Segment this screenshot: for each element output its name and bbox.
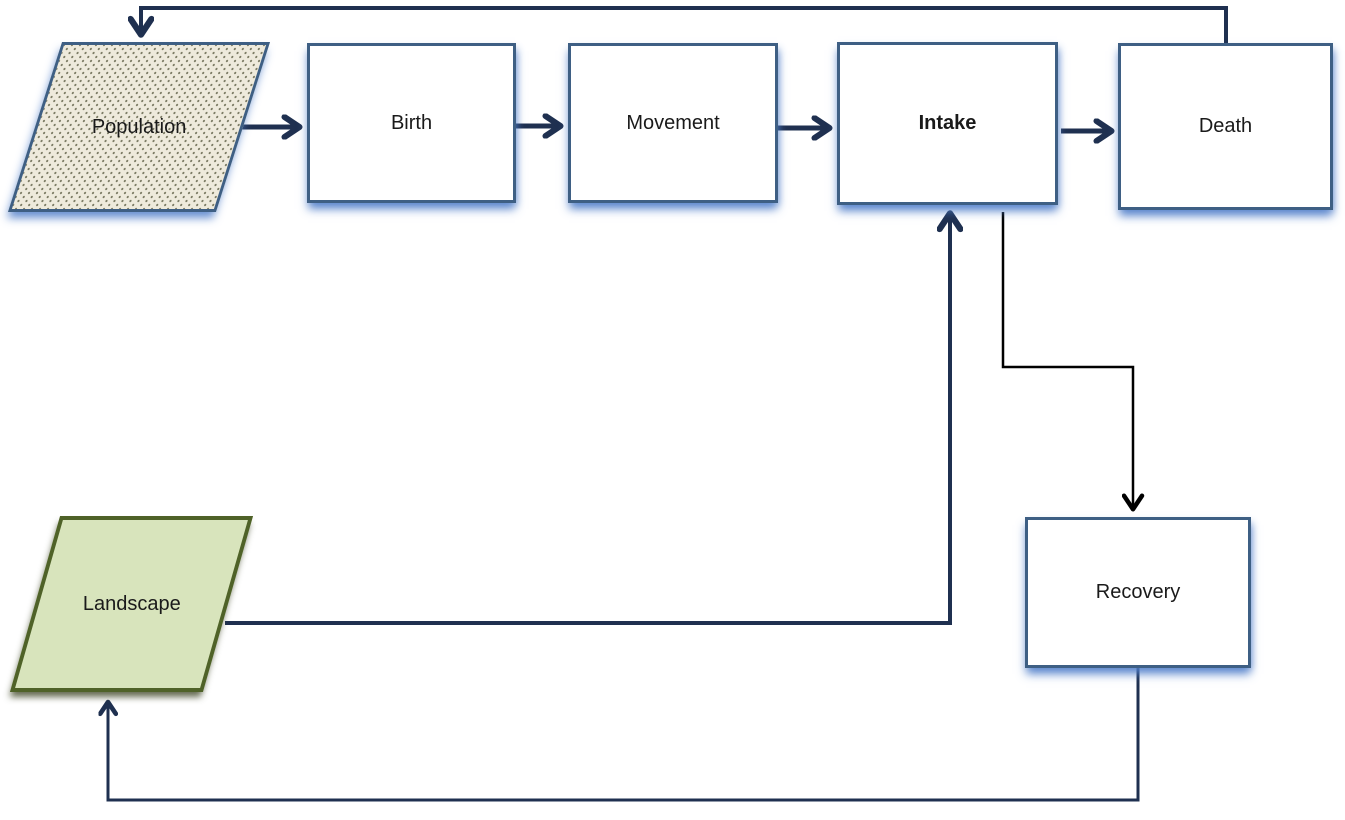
node-birth: Birth	[307, 43, 516, 203]
node-recovery-label: Recovery	[1095, 581, 1181, 603]
node-landscape-label: Landscape	[82, 592, 181, 615]
node-death: Death	[1118, 43, 1333, 210]
node-population: Population	[7, 42, 271, 212]
node-landscape: Landscape	[9, 516, 254, 692]
node-movement-label: Movement	[626, 111, 720, 134]
node-population-label: Population	[91, 115, 187, 138]
edge-recovery-to-landscape	[108, 668, 1140, 802]
node-birth-label: Birth	[390, 111, 433, 134]
node-movement: Movement	[568, 43, 778, 203]
node-death-label: Death	[1198, 115, 1253, 137]
edge-death-to-population	[141, 6, 1228, 44]
edge-landscape-to-intake	[225, 216, 950, 625]
node-intake-label: Intake	[918, 112, 977, 134]
edge-intake-to-recovery	[1001, 212, 1145, 512]
node-intake: Intake	[837, 42, 1058, 205]
node-recovery: Recovery	[1025, 517, 1251, 668]
